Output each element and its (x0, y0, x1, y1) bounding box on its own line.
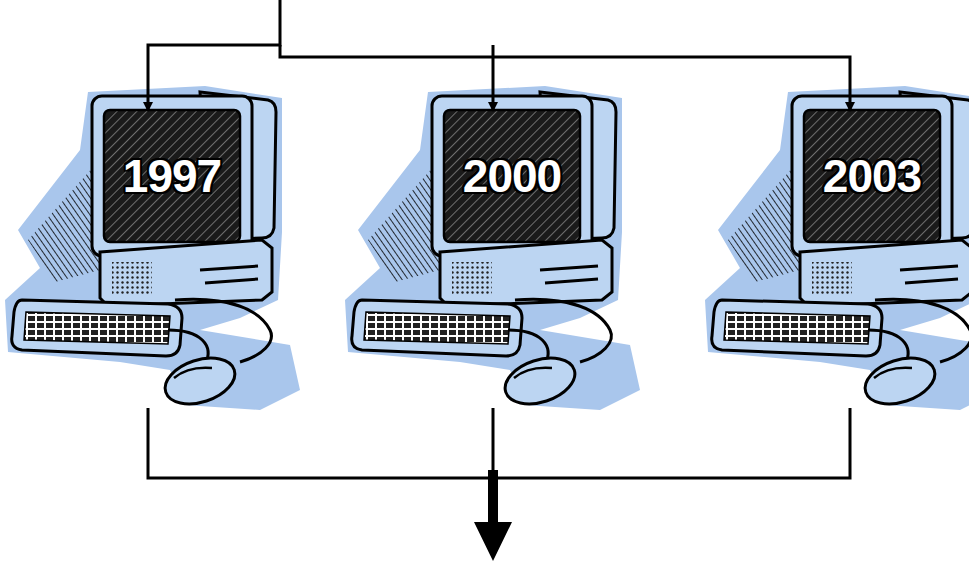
output-arrow (474, 470, 512, 561)
split-lines (148, 0, 850, 110)
computer-screen: 2003 (804, 110, 940, 242)
year-label: 2000 (463, 149, 561, 203)
computer-icon (345, 86, 640, 412)
computer-icon (705, 86, 969, 412)
year-label: 1997 (123, 149, 221, 203)
computer-icon (5, 86, 300, 412)
computer-screen: 2000 (444, 110, 580, 242)
computer-screen: 1997 (104, 110, 240, 242)
year-label: 2003 (823, 149, 921, 203)
merge-lines (148, 408, 850, 478)
